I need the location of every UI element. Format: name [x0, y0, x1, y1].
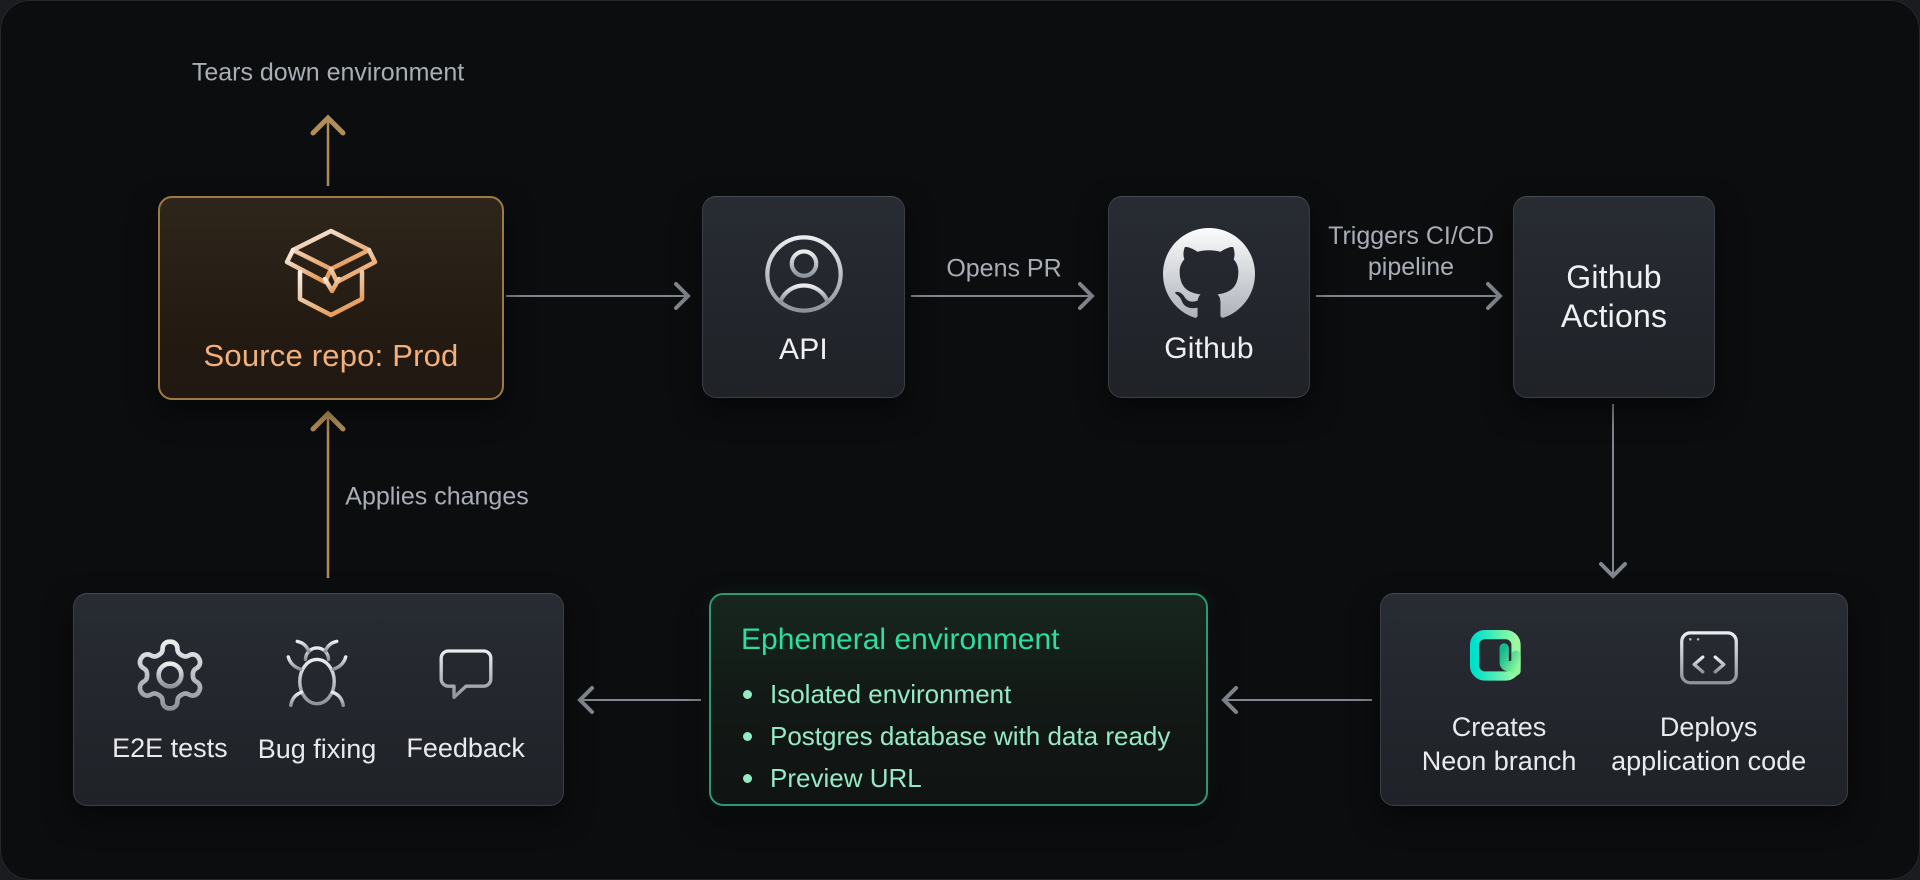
node-github: Github [1108, 196, 1310, 398]
deploys-application-code-line1: Deploys [1659, 711, 1758, 742]
bug-icon [283, 639, 351, 707]
user-icon [764, 235, 843, 313]
ephemeral-title: Ephemeral environment [741, 623, 1060, 656]
ephemeral-bullet-1: Isolated environment [733, 673, 1170, 715]
node-source-repo: Source repo: Prod [158, 196, 504, 400]
creates-neon-branch-line1: Creates [1451, 711, 1547, 742]
opens-pr-label: Opens PR [946, 254, 1062, 283]
e2e-tests-label: E2E tests [112, 732, 228, 763]
deploys-application-code-line2: application code [1611, 745, 1807, 776]
bullet-dot [743, 689, 752, 699]
creates-neon-branch-item: Creates Neon branch [1422, 622, 1577, 778]
creates-neon-branch-label: Creates Neon branch [1422, 710, 1577, 778]
bullet-dot [743, 731, 752, 741]
node-feedback-loop: E2E tests Bug fixing Feedback [73, 593, 564, 806]
feedback-item: Feedback [406, 635, 525, 765]
applies-changes-label: Applies changes [345, 482, 529, 511]
node-deploy: Creates Neon branch Deploys application … [1380, 593, 1848, 806]
ephemeral-bullet-1-text: Isolated environment [770, 678, 1012, 709]
bullet-dot [743, 773, 752, 783]
ephemeral-bullet-2: Postgres database with data ready [733, 715, 1170, 757]
creates-neon-branch-line2: Neon branch [1421, 745, 1577, 776]
github-actions-label: Github Actions [1561, 258, 1667, 336]
e2e-tests-item: E2E tests [112, 635, 228, 765]
chat-bubble-icon [439, 648, 493, 699]
github-icon [1163, 228, 1255, 318]
api-label: API [779, 333, 828, 366]
ephemeral-bullet-list: Isolated environment Postgres database w… [733, 673, 1170, 799]
ephemeral-bullet-3-text: Preview URL [770, 762, 922, 793]
github-label: Github [1164, 332, 1254, 365]
deploys-application-code-item: Deploys application code [1611, 622, 1806, 778]
ephemeral-bullet-3: Preview URL [733, 757, 1170, 799]
node-github-actions: Github Actions [1513, 196, 1715, 398]
tears-down-label: Tears down environment [191, 58, 465, 87]
node-ephemeral-environment: Ephemeral environment Isolated environme… [709, 593, 1208, 806]
neon-logo-icon [1469, 629, 1521, 681]
source-repo-label: Source repo: Prod [203, 338, 459, 373]
gear-icon [137, 638, 203, 711]
ephemeral-bullet-2-text: Postgres database with data ready [770, 720, 1171, 751]
node-api: API [702, 196, 905, 398]
triggers-cicd-label: Triggers CI/CD pipeline [1328, 221, 1494, 283]
feedback-label: Feedback [406, 732, 525, 763]
triggers-cicd-line1: Triggers CI/CD [1328, 222, 1494, 250]
github-actions-line1: Github [1566, 259, 1662, 295]
triggers-cicd-line2: pipeline [1367, 253, 1455, 281]
bug-fixing-label: Bug fixing [257, 733, 377, 764]
deploys-application-code-label: Deploys application code [1611, 710, 1806, 778]
browser-code-icon [1679, 630, 1738, 684]
github-actions-line2: Actions [1560, 298, 1668, 334]
bug-fixing-item: Bug fixing [257, 634, 377, 766]
package-open-icon [284, 228, 378, 318]
